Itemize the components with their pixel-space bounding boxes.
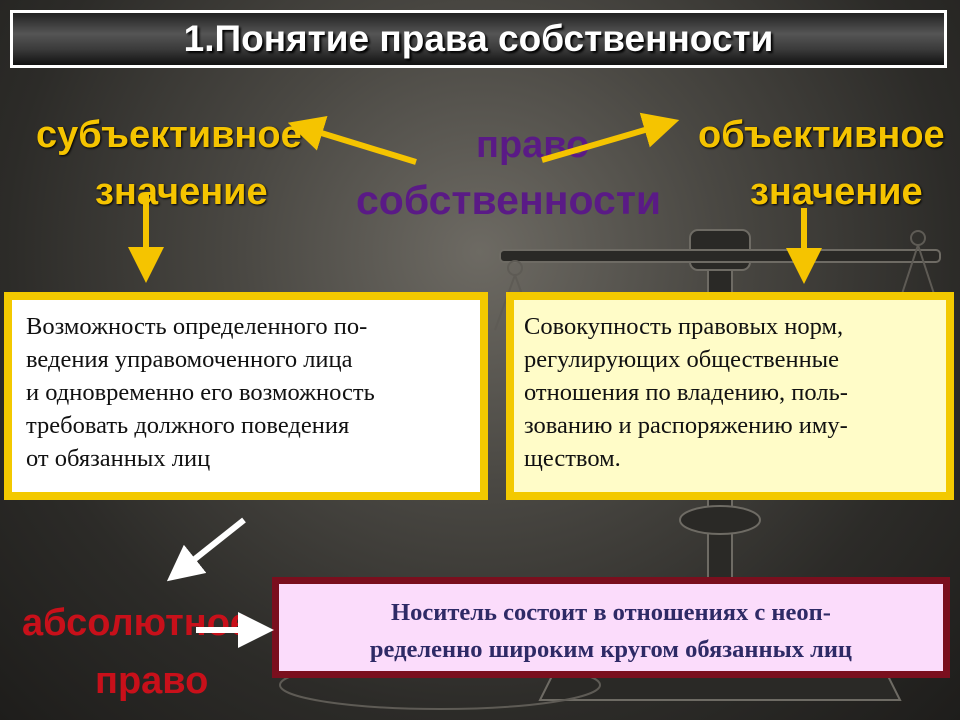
subjective-definition-box: Возможность определенного по- ведения уп… — [4, 292, 488, 500]
carrier-line: Носитель состоит в отношениях с неоп- — [391, 599, 831, 626]
subjective-label-line1: субъективное — [36, 114, 302, 156]
absolute-right-label-line1: абсолютное — [22, 602, 252, 644]
definition-line: регулирующих общественные — [524, 346, 840, 373]
carrier-line: ределенно широким кругом обязанных лиц — [369, 636, 853, 663]
objective-definition-box: Совокупность правовых норм, регулирующих… — [506, 292, 954, 500]
definition-line: зованию и распоряжению иму- — [524, 412, 848, 439]
carrier-description-box: Носитель состоит в отношениях с неоп- ре… — [272, 577, 950, 678]
definition-line: ведения управомоченного лица — [26, 346, 353, 373]
definition-line: Совокупность правовых норм, — [524, 313, 844, 340]
definition-line: Возможность определенного по- — [26, 313, 368, 340]
title-bar: 1.Понятие права собственности — [10, 10, 947, 68]
center-label-line2: собственности — [356, 177, 662, 223]
absolute-right-label-line2: право — [95, 660, 209, 702]
subjective-label-line2: значение — [95, 171, 268, 213]
definition-line: ществом. — [524, 445, 621, 472]
definition-line: и одновременно его возможность — [26, 379, 375, 406]
center-label-line1: право — [476, 124, 590, 166]
objective-label-line1: объективное — [698, 114, 945, 156]
definition-line: отношения по владению, поль- — [524, 379, 848, 406]
definition-line: от обязанных лиц — [26, 445, 211, 472]
definition-line: требовать должного поведения — [26, 412, 350, 439]
slide-title: 1.Понятие права собственности — [183, 18, 774, 59]
objective-label-line2: значение — [750, 171, 923, 213]
